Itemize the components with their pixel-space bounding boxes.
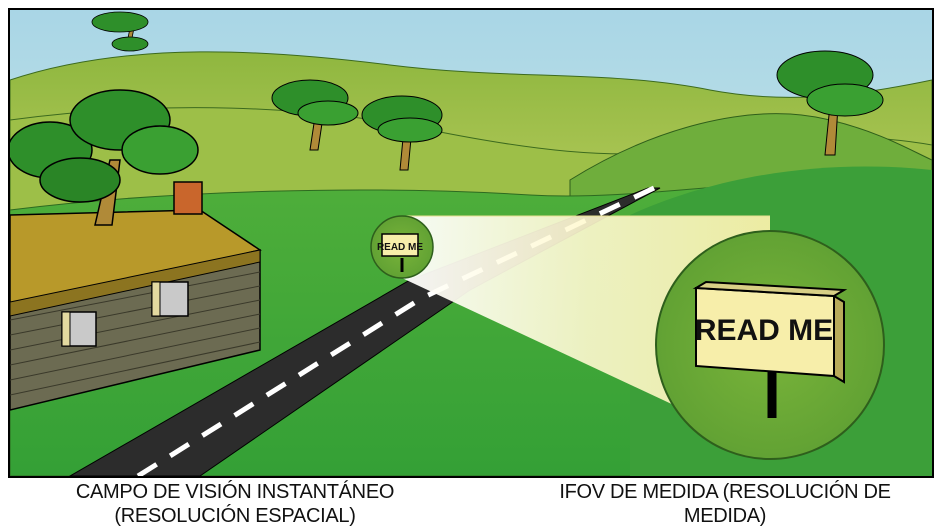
tree-icon: [91, 11, 149, 52]
illustration-frame: READ ME READ ME: [8, 8, 934, 478]
small-sign-label: READ ME: [377, 242, 423, 253]
caption-right-line1: IFOV DE MEDIDA (RESOLUCIÓN DE: [559, 481, 891, 503]
tree-icon: [361, 95, 443, 171]
caption-left-line1: CAMPO DE VISIÓN INSTANTÁNEO: [75, 481, 395, 503]
caption-measurement-ifov: IFOV DE MEDIDA (RESOLUCIÓN DE MEDIDA): [500, 480, 942, 528]
landscape-illustration: READ ME READ ME: [10, 10, 932, 476]
tree-icon: [10, 89, 199, 226]
tree-icon: [271, 79, 359, 151]
tree-icon: [776, 50, 884, 156]
house-icon: [10, 181, 262, 411]
chimney: [173, 181, 203, 215]
large-sign-icon: READ ME: [692, 280, 848, 384]
small-ifov-circle: READ ME: [370, 215, 434, 279]
caption-left-line2: (RESOLUCIÓN ESPACIAL): [114, 505, 356, 527]
large-ifov-circle: READ ME: [655, 230, 885, 460]
large-sign-label: READ ME: [695, 314, 833, 347]
caption-instantaneous-field-of-view: CAMPO DE VISIÓN INSTANTÁNEO (RESOLUCIÓN …: [0, 480, 470, 528]
small-sign-icon: READ ME: [377, 233, 423, 257]
caption-right-line2: MEDIDA): [683, 505, 767, 527]
